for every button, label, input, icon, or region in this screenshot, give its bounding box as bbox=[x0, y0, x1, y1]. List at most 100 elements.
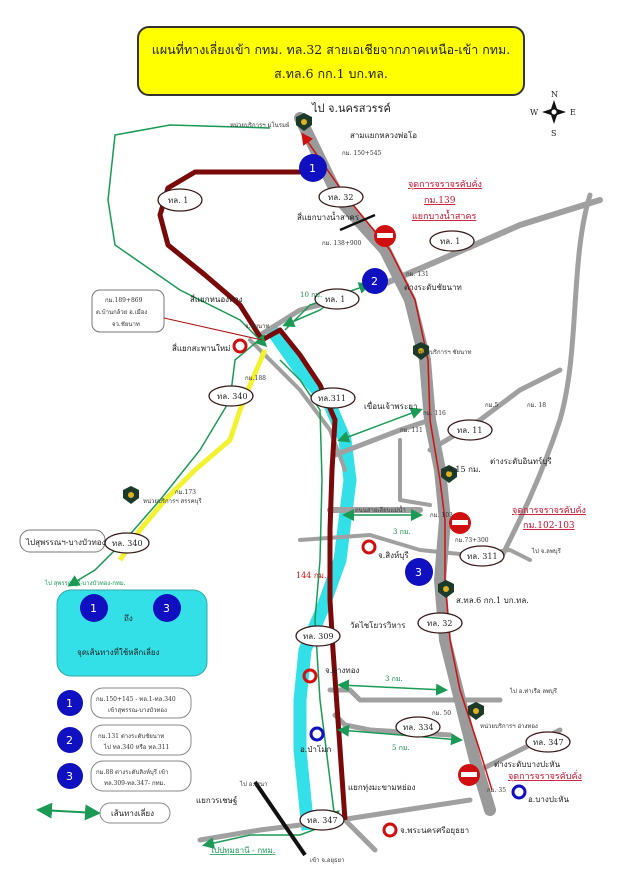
svg-text:เส้นทางเลี่ยง: เส้นทางเลี่ยง bbox=[111, 807, 154, 818]
police-badge-icon bbox=[296, 113, 312, 131]
highway-32 bbox=[294, 112, 496, 816]
label-hwy1-left: ทล. 1 bbox=[168, 196, 188, 205]
svg-text:ต.บ้านกล้วย อ.เมือง: ต.บ้านกล้วย อ.เมือง bbox=[96, 308, 147, 316]
svg-text:ไปสุพรรณฯ-บางบัวทอง: ไปสุพรรณฯ-บางบัวทอง bbox=[25, 538, 106, 547]
label-hwy340: ทล. 340 bbox=[217, 392, 248, 401]
alternate-routes bbox=[67, 124, 463, 849]
label-dam: เขื่อนเจ้าพระยา bbox=[364, 400, 417, 411]
compass-w: W bbox=[530, 108, 539, 117]
label-km116: กม. 116 bbox=[423, 410, 446, 417]
compass-rose-icon: N S E W bbox=[530, 90, 576, 138]
black-road-stub bbox=[339, 213, 376, 232]
label-to-pathum: ไปปทุมธานี - กทม. bbox=[209, 846, 275, 855]
svg-text:1: 1 bbox=[309, 162, 316, 175]
label-ayutthaya: จ.พระนครศรีอยุธยา bbox=[400, 826, 469, 835]
svg-text:3: 3 bbox=[66, 770, 73, 783]
legend-detour: เส้นทางเลี่ยง bbox=[36, 802, 171, 824]
label-congestion-2: จุดการจราจรคับคั่ง bbox=[512, 503, 586, 516]
label-to-suphan-arrow: ไป สุพรรณบุรี-บางบัวทอง-กทม. bbox=[44, 579, 126, 587]
label-km73: กม.73+300 bbox=[455, 537, 489, 544]
label-interchange-chainat: ต่างระดับชัยนาท bbox=[404, 283, 462, 292]
label-hwy340-b: ทล. 340 bbox=[112, 539, 143, 548]
label-to-tharuea: ไป อ.ท่าเรือ ลพบุรี bbox=[509, 687, 558, 695]
svg-text:1: 1 bbox=[90, 602, 97, 615]
label-dist3-b: 3 กม. bbox=[385, 675, 403, 683]
label-hwy11: ทล. 11 bbox=[457, 426, 482, 435]
svg-text:ไป ทล.340 หรือ ทล.311: ไป ทล.340 หรือ ทล.311 bbox=[103, 743, 169, 751]
svg-text:จุดเส้นทางที่ใช้หลีกเลี่ยง: จุดเส้นทางที่ใช้หลีกเลี่ยง bbox=[77, 646, 160, 657]
label-enter-ayutthaya: เข้า จ.อยุธยา bbox=[310, 857, 345, 864]
police-badge-icon bbox=[468, 702, 484, 720]
label-s15: ส.15 กม. bbox=[448, 465, 481, 474]
police-badge-icon bbox=[438, 580, 454, 598]
label-unit-chainat: หน่วยบริการฯ ชัยนาท bbox=[415, 349, 472, 356]
svg-text:ทล.309-ทล.347- กทม.: ทล.309-ทล.347- กทม. bbox=[104, 780, 165, 787]
label-km138: กม. 138+900 bbox=[322, 240, 362, 247]
label-congestion-1: จุดการจราจรคับคั่ง bbox=[408, 177, 482, 190]
label-km5: กม.5 bbox=[485, 402, 498, 409]
police-badge-icon bbox=[413, 342, 429, 360]
legend-item-1: 1 กม.150+145 - ทล.1-ทล.340 เข้าสุพรรณ-บา… bbox=[57, 687, 192, 719]
town-chainat-icon bbox=[232, 338, 248, 354]
label-congestion-1-km: กม.139 bbox=[424, 196, 456, 206]
label-singburi: จ.สิงห์บุรี bbox=[378, 550, 409, 560]
detour-route-main bbox=[157, 169, 348, 821]
label-hwy347-right: ทล. 347 bbox=[533, 738, 564, 747]
label-km188: กม.188 bbox=[245, 375, 266, 382]
legend: 1 3 ถึง จุดเส้นทางที่ใช้หลีกเลี่ยง 1 กม.… bbox=[36, 589, 208, 824]
label-to-lopburi: ไป จ.ลพบุรี bbox=[531, 547, 562, 555]
map-title-line1: แผนที่ทางเลี่ยงเข้า กทม. ทล.32 สายเอเชีย… bbox=[151, 42, 511, 57]
label-hwy311: ทล.311 bbox=[318, 394, 346, 403]
label-km18: กม. 18 bbox=[527, 402, 546, 409]
label-junction-chainat: สี่แยกหนองทาง bbox=[190, 293, 243, 304]
callout-line bbox=[163, 317, 263, 341]
police-badge-icon bbox=[123, 486, 139, 504]
label-km103: กม. 103 bbox=[430, 512, 453, 519]
compass-e: E bbox=[570, 108, 576, 117]
label-to-nakhonsawan: ไป จ.นครสวรรค์ bbox=[311, 102, 391, 115]
marker-2[interactable]: 2 bbox=[362, 268, 388, 294]
label-hwy1-right: ทล. 1 bbox=[440, 237, 460, 246]
label-hwy334: ทล. 334 bbox=[403, 723, 434, 732]
label-dist3-a: 3 กม. bbox=[393, 528, 411, 536]
svg-text:ถึง: ถึง bbox=[124, 614, 133, 623]
label-junction-thungmakham: แยกทุ่งมะขามหย่อง bbox=[348, 783, 415, 792]
label-junction-worachet: แยกวรเชษฐ์ bbox=[196, 795, 237, 805]
label-hwy32-top: ทล. 32 bbox=[328, 193, 353, 202]
label-pamok: อ.ป่าโมก bbox=[300, 744, 331, 754]
label-km173: กม.173 bbox=[175, 489, 196, 496]
town-pamok-icon bbox=[309, 726, 325, 742]
label-chainat: จ.ชัยนาท bbox=[245, 323, 269, 330]
marker-3[interactable]: 3 bbox=[405, 558, 433, 586]
label-hwy311-b: ทล. 311 bbox=[467, 552, 498, 561]
svg-text:3: 3 bbox=[415, 566, 422, 579]
label-dist10: 10 กม. bbox=[300, 291, 322, 299]
highway-32-direction-line bbox=[301, 132, 493, 791]
label-unit-sankhaburi: หน่วยบริการฯ สรรคบุรี bbox=[143, 497, 202, 505]
label-bangpahan: อ.บางปะหัน bbox=[528, 795, 569, 804]
label-hwy32-mid: ทล. 32 bbox=[427, 619, 452, 628]
police-badge-icon bbox=[441, 465, 457, 483]
svg-text:กม.131 ต่างระดับชัยนาท: กม.131 ต่างระดับชัยนาท bbox=[98, 733, 164, 740]
svg-text:เข้าสุพรรณ-บางบัวทอง: เข้าสุพรรณ-บางบัวทอง bbox=[108, 707, 167, 714]
label-wat-chaiyo: วัดไชโยวรวิหาร bbox=[350, 620, 406, 630]
label-km131: กม. 131 bbox=[406, 271, 429, 278]
label-interchange-inburi: ต่างระดับอินทร์บุรี bbox=[490, 456, 552, 466]
town-angthong-icon bbox=[302, 668, 318, 684]
svg-text:กม.150+145 - ทล.1-ทล.340: กม.150+145 - ทล.1-ทล.340 bbox=[96, 696, 176, 703]
svg-text:1: 1 bbox=[66, 697, 73, 710]
label-junction-luangpho: สามแยกหลวงพ่อโอ bbox=[350, 130, 417, 140]
map-title-line2: ส.ทล.6 กก.1 บก.ทล. bbox=[274, 66, 388, 81]
marker-1[interactable]: 1 bbox=[299, 154, 327, 182]
label-river-road: ถนนสายเลียบแม่น้ำ bbox=[355, 504, 406, 514]
no-entry-icon bbox=[374, 225, 396, 247]
label-km150: กม. 150+545 bbox=[342, 150, 382, 157]
label-congestion-2-km: กม.102-103 bbox=[523, 521, 575, 531]
svg-text:กม.88 ต่างระดับสิงห์บุรี เข้า: กม.88 ต่างระดับสิงห์บุรี เข้า bbox=[96, 768, 168, 776]
no-entry-icon bbox=[458, 764, 480, 786]
label-km111: กม. 111 bbox=[400, 427, 423, 434]
label-junction-namsakhon: สี่แยกบางน้ำสาคร bbox=[297, 211, 360, 222]
compass-n: N bbox=[551, 90, 558, 99]
legend-item-2: 2 กม.131 ต่างระดับชัยนาท ไป ทล.340 หรือ … bbox=[57, 724, 192, 756]
